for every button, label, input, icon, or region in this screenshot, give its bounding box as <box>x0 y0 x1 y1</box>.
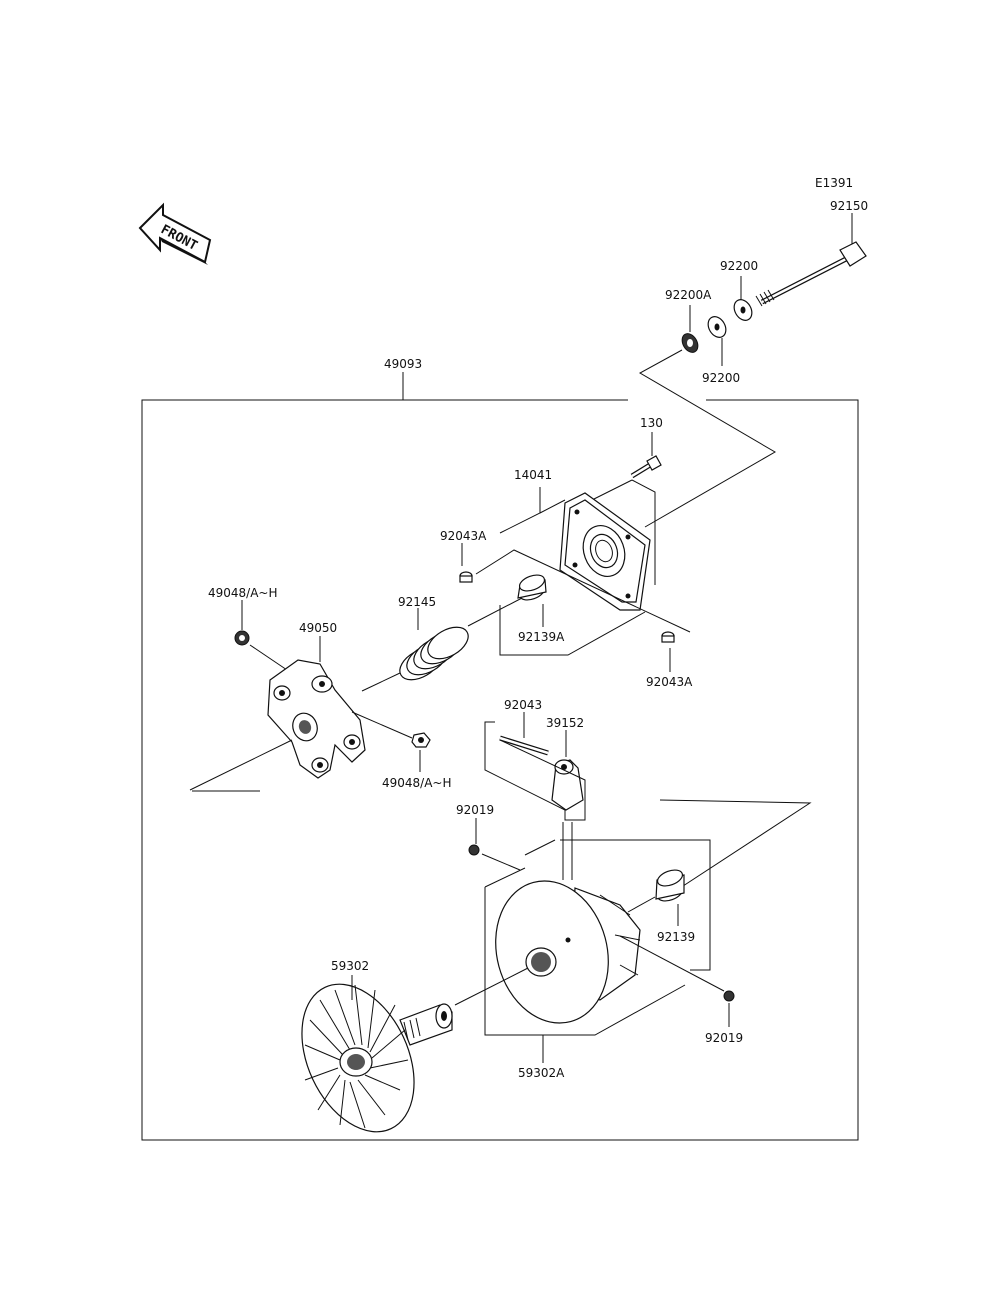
fixed-sheave-59302 <box>301 983 453 1133</box>
nut-92019-right <box>723 990 735 1002</box>
label-59302: 59302 <box>331 959 369 973</box>
pin-92043 <box>499 735 549 756</box>
label-39152: 39152 <box>546 716 584 730</box>
bolt-92150 <box>755 241 867 307</box>
label-92019-left: 92019 <box>456 803 494 817</box>
label-92019-right: 92019 <box>705 1031 743 1045</box>
assembly-box <box>141 372 859 1141</box>
nut-49048-bottom <box>411 732 431 748</box>
label-49048-bottom: 49048/A~H <box>382 776 452 790</box>
screw-130 <box>630 455 662 479</box>
pin-92043a-bottom <box>661 631 675 643</box>
label-49048-top: 49048/A~H <box>208 586 278 600</box>
label-130: 130 <box>640 416 663 430</box>
label-92200-top: 92200 <box>720 259 758 273</box>
nut-92019-left <box>468 844 480 856</box>
spider-49050 <box>267 659 366 779</box>
front-arrow: FRONT <box>138 202 212 265</box>
label-59302a: 59302A <box>518 1066 565 1080</box>
movable-sheave-59302a <box>495 880 641 1024</box>
label-14041: 14041 <box>514 468 552 482</box>
label-92200-bottom: 92200 <box>702 371 740 385</box>
label-49050: 49050 <box>299 621 337 635</box>
label-92043a-top: 92043A <box>440 529 487 543</box>
washer-92200a <box>681 333 699 353</box>
washer-92200-bottom <box>707 316 727 338</box>
bushing-92139a <box>517 574 547 601</box>
label-92200a: 92200A <box>665 288 712 302</box>
label-92139: 92139 <box>657 930 695 944</box>
pin-92043a-top <box>459 571 473 583</box>
bushing-92139 <box>655 869 685 902</box>
label-92150: 92150 <box>830 199 868 213</box>
label-92145: 92145 <box>398 595 436 609</box>
diagram-code: E1391 <box>815 176 853 190</box>
label-92043a-bottom: 92043A <box>646 675 693 689</box>
washer-leader <box>638 349 776 528</box>
nut-49048-top <box>234 630 250 646</box>
spring-92145 <box>399 626 469 681</box>
washer-92200-top <box>733 299 753 321</box>
label-92043: 92043 <box>504 698 542 712</box>
cover-14041 <box>559 492 651 611</box>
label-92139a: 92139A <box>518 630 565 644</box>
label-49093: 49093 <box>384 357 422 371</box>
weight-39152 <box>551 759 584 811</box>
